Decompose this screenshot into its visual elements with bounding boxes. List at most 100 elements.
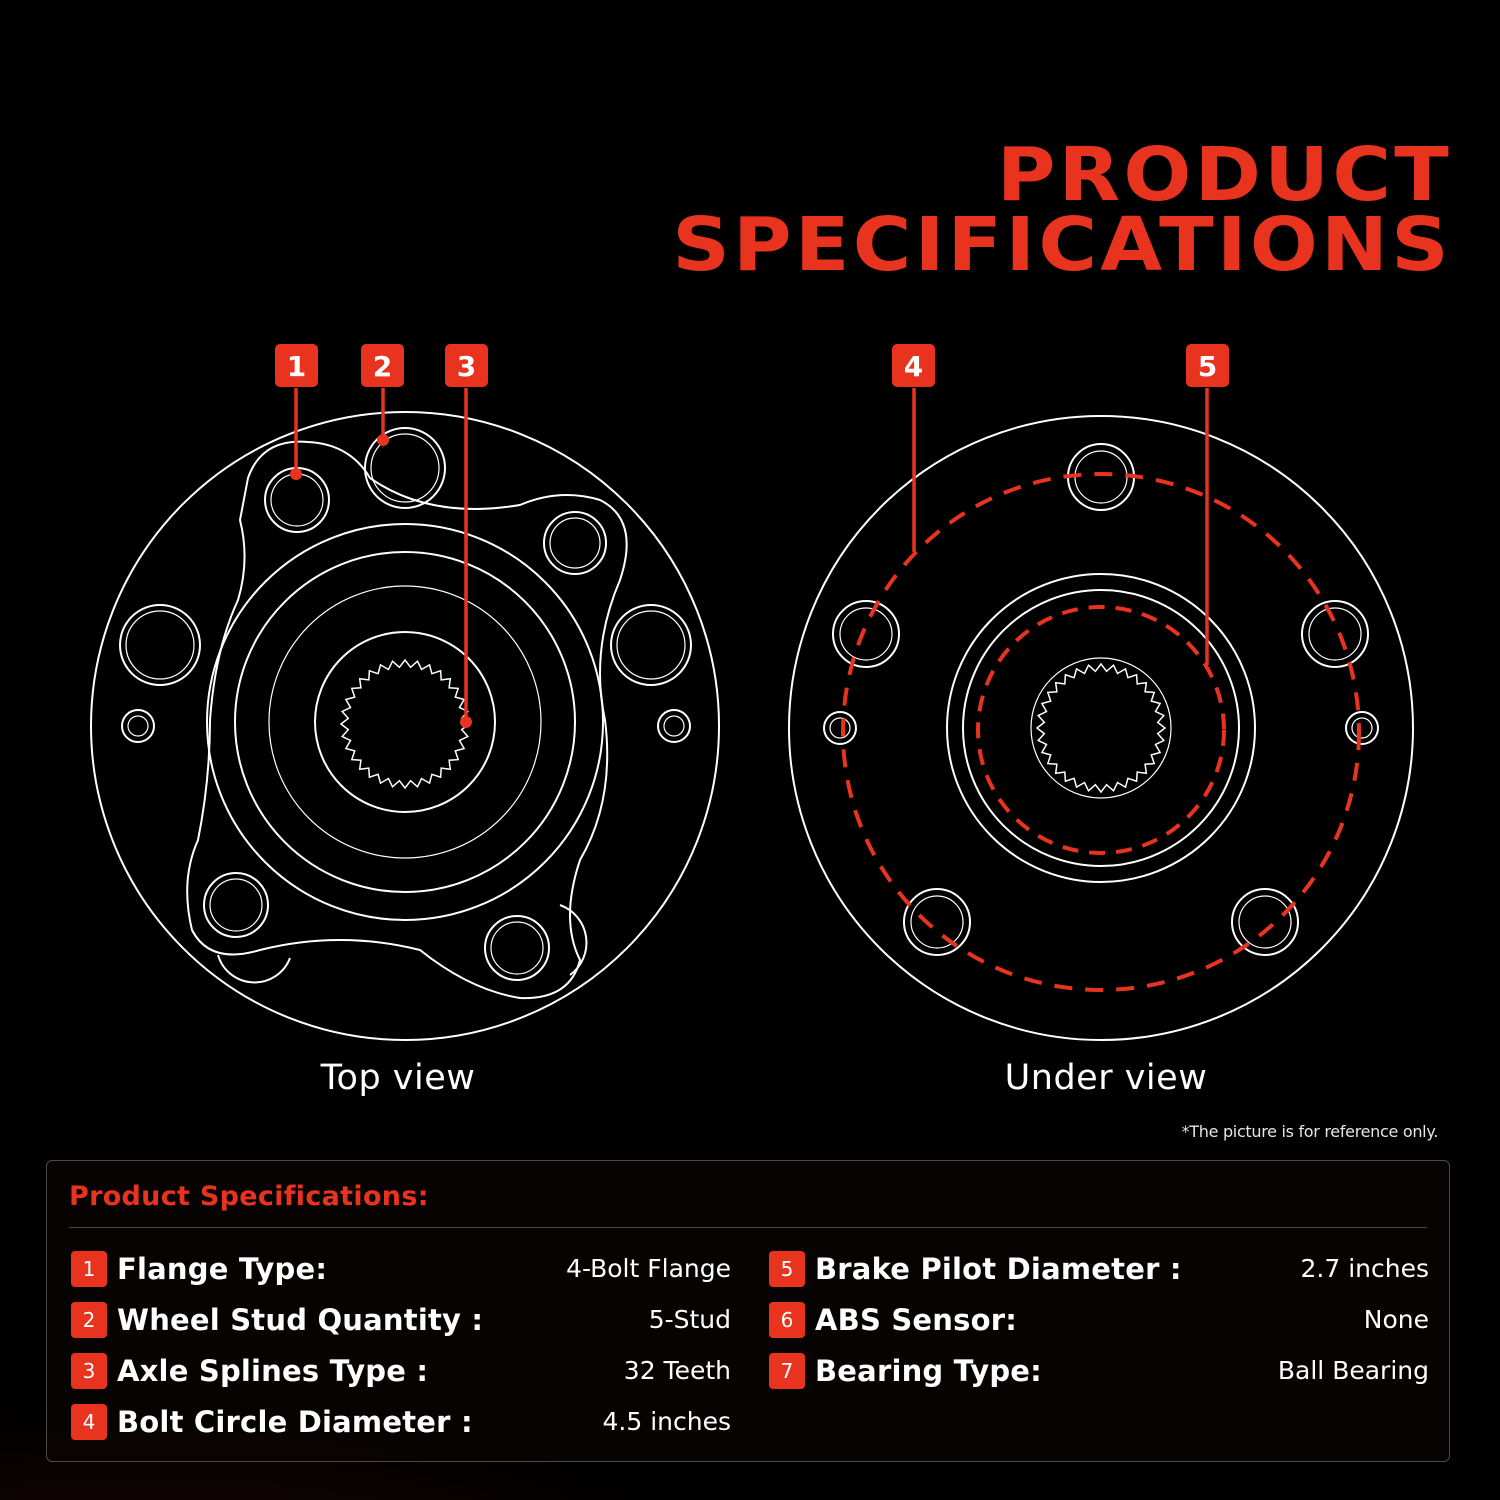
callout-3-label: 3 [457, 350, 476, 383]
spec-number-badge: 1 [71, 1250, 107, 1287]
top-stud-hole-2-inner [125, 610, 195, 680]
spec-column-right: 5 Brake Pilot Diameter : 2.7 inches 6 AB… [769, 1243, 1429, 1396]
spec-row: 3 Axle Splines Type : 32 Teeth [71, 1345, 731, 1396]
spec-row: 6 ABS Sensor: None [769, 1294, 1429, 1345]
spec-value: 4.5 inches [602, 1407, 732, 1436]
top-stud-hole-1 [364, 427, 446, 509]
top-stud-hole-1-inner [370, 433, 440, 503]
under-stud-3-inner [1308, 607, 1362, 661]
under-stud-2-inner [839, 607, 893, 661]
top-bolt-hole-4 [484, 915, 550, 981]
brake-pilot-dashed [976, 605, 1226, 855]
top-ring-2 [234, 551, 576, 893]
top-view-drawing [90, 411, 720, 1041]
top-ring-4 [314, 631, 496, 813]
under-stud-1-inner [1074, 450, 1128, 504]
callout-1-label: 1 [287, 350, 306, 383]
top-small-hole-left [121, 709, 155, 743]
spec-label: Brake Pilot Diameter : [815, 1251, 1182, 1286]
top-stud-hole-2 [119, 604, 201, 686]
under-small-hole-left-inner [829, 717, 851, 739]
title-line-2: SPECIFICATIONS [672, 202, 1452, 288]
under-small-hole-right-inner [1351, 717, 1373, 739]
spec-number-badge: 3 [71, 1352, 107, 1389]
top-view-label: Top view [320, 1058, 476, 1098]
top-bolt-hole-4-inner [490, 921, 544, 975]
top-stud-hole-3-inner [616, 610, 686, 680]
under-stud-5-inner [1238, 895, 1292, 949]
spec-label: Bolt Circle Diameter : [117, 1404, 473, 1439]
disclaimer-note: *The picture is for reference only. [1181, 1122, 1439, 1141]
spec-row: 2 Wheel Stud Quantity : 5-Stud [71, 1294, 731, 1345]
callout-3: 3 [445, 344, 488, 387]
spec-row: 1 Flange Type: 4-Bolt Flange [71, 1243, 731, 1294]
top-bolt-hole-2 [543, 511, 607, 575]
spec-divider [69, 1227, 1427, 1228]
spec-value: 5-Stud [648, 1305, 731, 1334]
spec-number-badge: 6 [769, 1301, 805, 1338]
top-stud-hole-4-partial [217, 954, 291, 984]
spec-number-badge: 5 [769, 1250, 805, 1287]
top-bolt-hole-2-inner [549, 517, 601, 569]
under-stud-4 [903, 888, 971, 956]
under-view-label: Under view [1004, 1058, 1208, 1098]
under-stud-4-inner [910, 895, 964, 949]
top-axle-spline [339, 658, 471, 790]
spec-number-badge: 2 [71, 1301, 107, 1338]
top-bolt-hole-3-inner [209, 878, 263, 932]
under-ring-3 [1030, 657, 1172, 799]
callout-1: 1 [275, 344, 318, 387]
top-small-hole-right-inner [663, 715, 685, 737]
spec-row: 4 Bolt Circle Diameter : 4.5 inches [71, 1396, 731, 1447]
spec-heading: Product Specifications: [69, 1181, 429, 1212]
spec-label: Axle Splines Type : [117, 1353, 429, 1388]
spec-value: 2.7 inches [1300, 1254, 1430, 1283]
top-outer-disc [90, 411, 720, 1041]
under-stud-3 [1301, 600, 1369, 668]
callout-4: 4 [892, 344, 935, 387]
spec-value: 4-Bolt Flange [566, 1254, 731, 1283]
top-small-hole-left-inner [127, 715, 149, 737]
under-small-hole-left [823, 711, 857, 745]
callout-5-label: 5 [1198, 350, 1217, 383]
callout-4-label: 4 [904, 350, 923, 383]
callout-leaders [294, 388, 1209, 722]
callout-2-label: 2 [373, 350, 392, 383]
under-ring-1 [946, 573, 1256, 883]
under-stud-5 [1231, 888, 1299, 956]
spec-label: ABS Sensor: [815, 1302, 1018, 1337]
top-ring-1 [206, 523, 604, 921]
under-axle-spline [1035, 662, 1167, 794]
under-small-hole-right [1345, 711, 1379, 745]
spec-row: 7 Bearing Type: Ball Bearing [769, 1345, 1429, 1396]
spec-label: Flange Type: [117, 1251, 328, 1286]
top-small-hole-right [657, 709, 691, 743]
spec-number-badge: 7 [769, 1352, 805, 1389]
spec-panel: Product Specifications: 1 Flange Type: 4… [46, 1160, 1450, 1462]
hub-diagram: 1 2 3 4 5 [90, 344, 1414, 1041]
under-ring-2 [962, 589, 1240, 867]
under-stud-2 [832, 600, 900, 668]
top-bolt-hole-3 [203, 872, 269, 938]
spec-label: Wheel Stud Quantity : [117, 1302, 484, 1337]
spec-value: 32 Teeth [623, 1356, 731, 1385]
under-outer-disc [788, 415, 1414, 1041]
under-view-drawing [788, 415, 1414, 1041]
spec-row: 5 Brake Pilot Diameter : 2.7 inches [769, 1243, 1429, 1294]
spec-label: Bearing Type: [815, 1353, 1042, 1388]
top-stud-hole-3 [610, 604, 692, 686]
title-line-1: PRODUCT [996, 132, 1452, 218]
top-bolt-hole-1-inner [270, 473, 324, 527]
spec-column-left: 1 Flange Type: 4-Bolt Flange 2 Wheel Stu… [71, 1243, 731, 1447]
bolt-circle-dashed [841, 472, 1361, 992]
top-ring-3 [268, 585, 542, 859]
page-title: PRODUCT SPECIFICATIONS [672, 132, 1452, 288]
spec-value: None [1363, 1305, 1429, 1334]
callout-dots [290, 434, 472, 728]
spec-number-badge: 4 [71, 1403, 107, 1440]
top-stud-hole-5-partial [559, 904, 588, 976]
callout-5: 5 [1186, 344, 1229, 387]
top-flange-outline [186, 440, 628, 1000]
spec-value: Ball Bearing [1277, 1356, 1429, 1385]
callout-2: 2 [361, 344, 404, 387]
